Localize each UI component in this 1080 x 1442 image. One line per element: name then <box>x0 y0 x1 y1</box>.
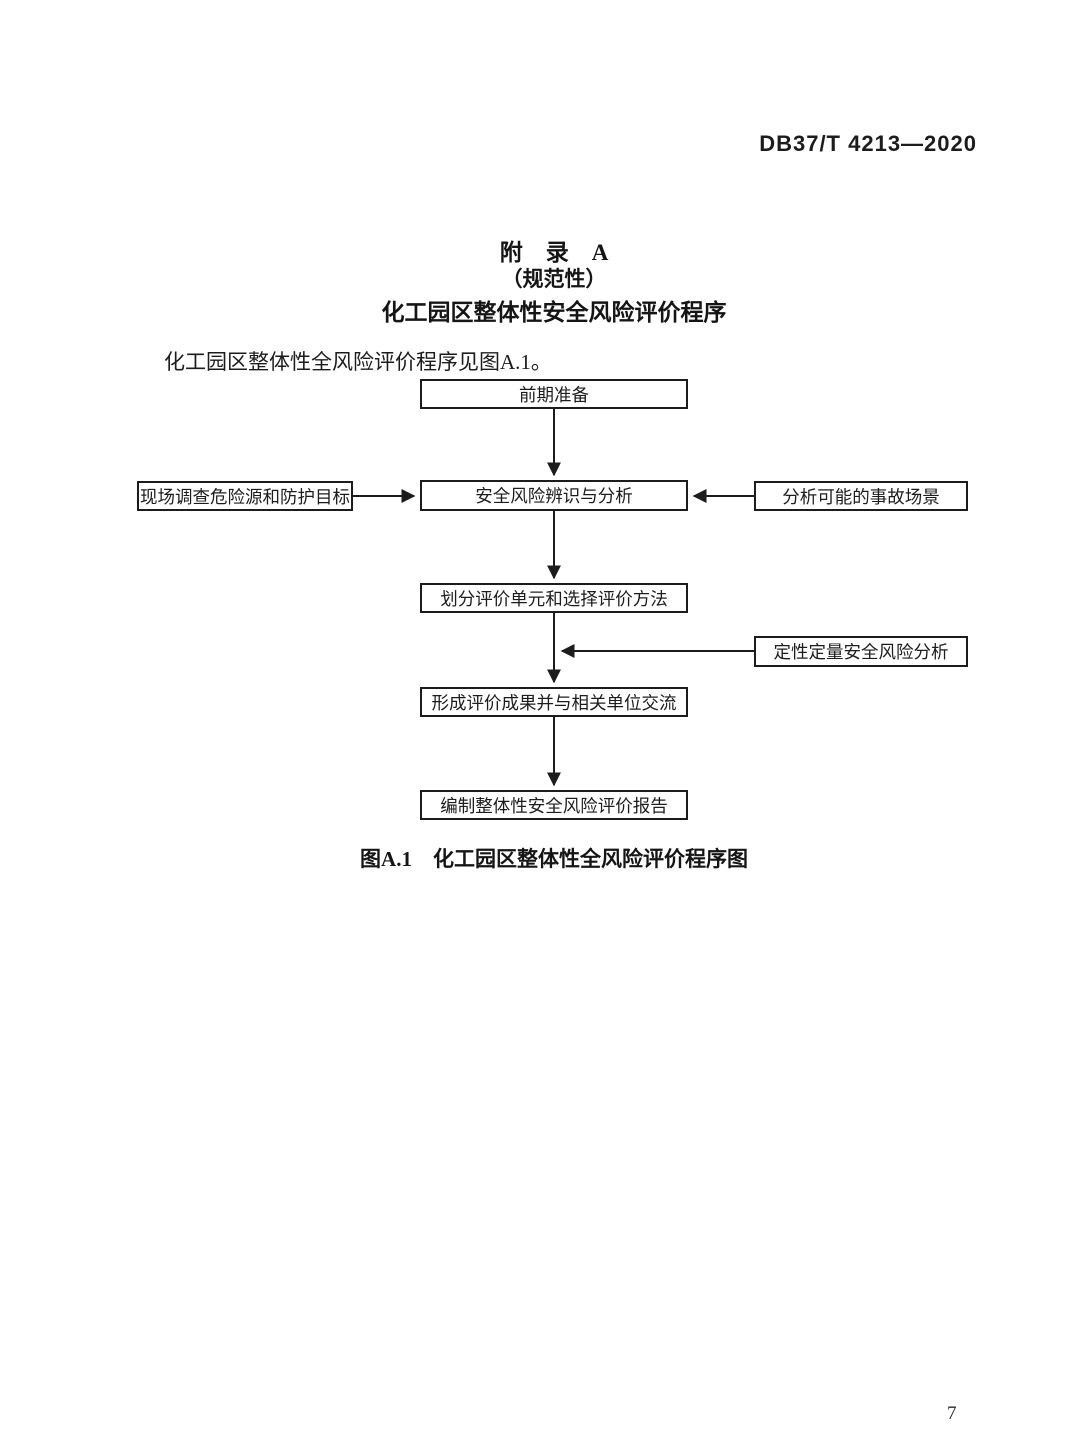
figure-caption: 图A.1 化工园区整体性全风险评价程序图 <box>360 847 748 871</box>
flow-node-accident-scenarios: 分析可能的事故场景 <box>754 481 968 511</box>
page-number: 7 <box>947 1403 957 1424</box>
standard-code: DB37/T 4213—2020 <box>759 131 977 156</box>
flow-node-risk-identification: 安全风险辨识与分析 <box>420 480 688 511</box>
flow-node-results-exchange: 形成评价成果并与相关单位交流 <box>420 687 688 717</box>
appendix-title: 附 录 A <box>499 240 609 265</box>
flow-node-qual-quant-analysis: 定性定量安全风险分析 <box>754 636 968 667</box>
flow-node-unit-division: 划分评价单元和选择评价方法 <box>420 583 688 613</box>
flow-node-preparation: 前期准备 <box>420 379 688 409</box>
flow-node-report-compilation: 编制整体性安全风险评价报告 <box>420 790 688 820</box>
appendix-subtitle-normative: （规范性） <box>501 267 607 291</box>
intro-paragraph: 化工园区整体性全风险评价程序见图A.1。 <box>164 350 552 374</box>
flow-node-site-survey: 现场调查危险源和防护目标 <box>137 481 353 511</box>
appendix-heading: 化工园区整体性安全风险评价程序 <box>381 300 727 325</box>
